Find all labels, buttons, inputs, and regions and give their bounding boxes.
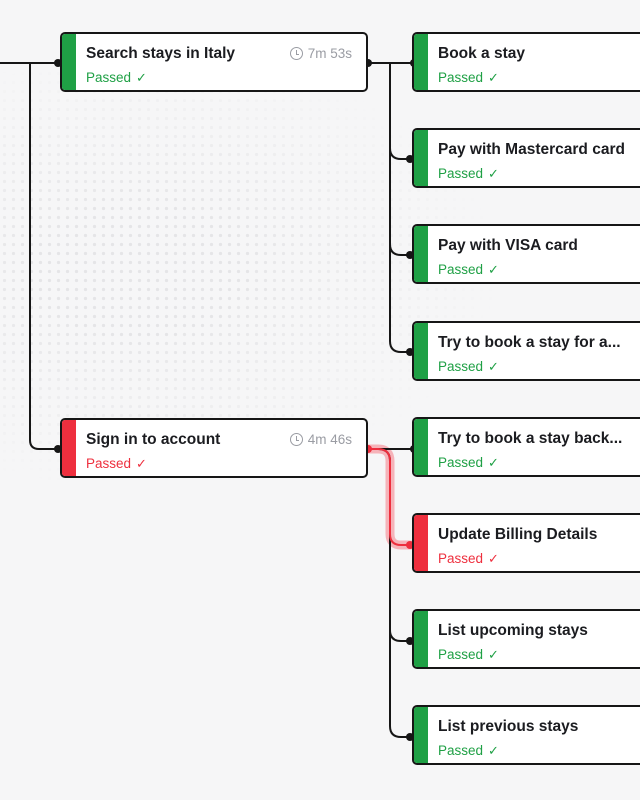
- node-status: Passed ✓: [438, 455, 499, 471]
- node-status: Passed ✓: [438, 743, 499, 759]
- node-title: Update Billing Details: [438, 526, 598, 543]
- node-status: Passed ✓: [438, 359, 499, 375]
- node-sign-in[interactable]: Sign in to account 4m 46s Passed ✓: [60, 418, 368, 478]
- node-status: Passed ✓: [438, 647, 499, 663]
- status-bar: [414, 707, 428, 763]
- link-billing: [389, 533, 414, 546]
- status-text: Passed: [438, 166, 484, 181]
- node-title: Try to book a stay back...: [438, 430, 623, 447]
- node-update-billing[interactable]: Update Billing Details Passed ✓: [412, 513, 640, 573]
- check-icon: ✓: [488, 455, 499, 470]
- status-bar: [62, 34, 76, 90]
- check-icon: ✓: [488, 166, 499, 181]
- clock-icon: [289, 433, 303, 446]
- status-text: Passed: [438, 647, 484, 662]
- status-bar: [414, 34, 428, 90]
- link-try-for: [389, 63, 414, 353]
- node-status: Passed ✓: [438, 262, 499, 278]
- status-bar: [414, 323, 428, 379]
- check-icon: ✓: [488, 647, 499, 662]
- status-bar: [414, 226, 428, 282]
- status-bar: [414, 515, 428, 571]
- node-status: Passed ✓: [438, 551, 499, 567]
- check-icon: ✓: [488, 743, 499, 758]
- node-title: Pay with VISA card: [438, 237, 578, 254]
- node-status: Passed ✓: [86, 456, 147, 472]
- check-icon: ✓: [488, 551, 499, 566]
- link-billing-red: [368, 448, 391, 534]
- check-icon: ✓: [136, 70, 147, 85]
- check-icon: ✓: [488, 70, 499, 85]
- node-title: Book a stay: [438, 45, 526, 62]
- node-title: Pay with Mastercard card: [438, 141, 625, 158]
- status-text: Passed: [438, 455, 484, 470]
- node-title: Sign in to account: [86, 431, 221, 448]
- node-list-upcoming[interactable]: List upcoming stays Passed ✓: [412, 609, 640, 669]
- node-status: Passed ✓: [438, 70, 499, 86]
- check-icon: ✓: [136, 456, 147, 471]
- link-upcoming: [389, 629, 414, 642]
- node-try-book-for[interactable]: Try to book a stay for a... Passed ✓: [412, 321, 640, 381]
- node-book-stay[interactable]: Book a stay Passed ✓: [412, 32, 640, 92]
- node-title: List upcoming stays: [438, 622, 588, 639]
- duration-text: 4m 46s: [307, 432, 352, 447]
- node-title: Search stays in Italy: [86, 45, 236, 62]
- status-bar: [414, 419, 428, 475]
- node-try-book-back[interactable]: Try to book a stay back... Passed ✓: [412, 417, 640, 477]
- node-status: Passed ✓: [438, 166, 499, 182]
- status-text: Passed: [438, 359, 484, 374]
- node-duration: 4m 46s: [289, 432, 352, 447]
- status-bar: [62, 420, 76, 476]
- node-status: Passed ✓: [86, 70, 147, 86]
- check-icon: ✓: [488, 262, 499, 277]
- node-list-previous[interactable]: List previous stays Passed ✓: [412, 705, 640, 765]
- node-duration: 7m 53s: [289, 46, 352, 61]
- status-text: Passed: [438, 70, 484, 85]
- clock-icon: [289, 47, 303, 60]
- node-title: Try to book a stay for a...: [438, 334, 621, 351]
- node-title: List previous stays: [438, 718, 579, 735]
- link-mastercard: [389, 147, 414, 160]
- status-text: Passed: [86, 456, 132, 471]
- status-text: Passed: [438, 743, 484, 758]
- node-search-stays[interactable]: Search stays in Italy 7m 53s Passed ✓: [60, 32, 368, 92]
- node-pay-visa[interactable]: Pay with VISA card Passed ✓: [412, 224, 640, 284]
- link-previous: [389, 461, 414, 738]
- status-text: Passed: [438, 551, 484, 566]
- duration-text: 7m 53s: [307, 46, 352, 61]
- status-text: Passed: [86, 70, 132, 85]
- link-signin: [29, 63, 58, 450]
- link-visa: [389, 243, 414, 256]
- status-text: Passed: [438, 262, 484, 277]
- status-bar: [414, 611, 428, 667]
- check-icon: ✓: [488, 359, 499, 374]
- status-bar: [414, 130, 428, 186]
- node-pay-mastercard[interactable]: Pay with Mastercard card Passed ✓: [412, 128, 640, 188]
